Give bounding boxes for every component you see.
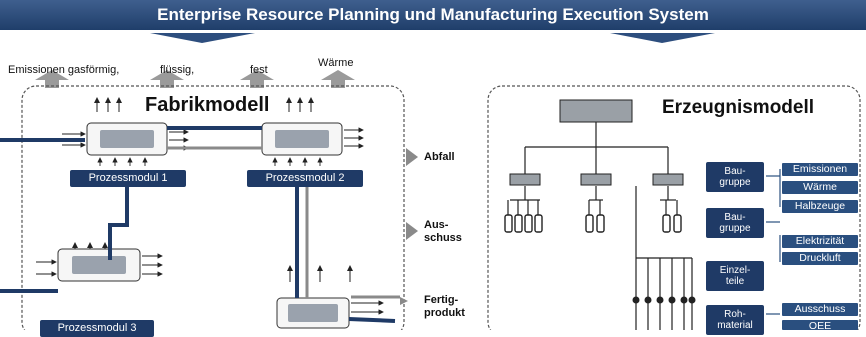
product-frame	[487, 85, 861, 330]
diagram-canvas	[0, 33, 861, 330]
output-waste-label: Abfall	[424, 151, 455, 163]
resource-oee: OEE	[782, 320, 858, 332]
factory-frame	[21, 85, 405, 330]
tree-dots	[632, 296, 696, 304]
resource-compressed-air: Druckluft	[782, 252, 858, 265]
gray-flow	[167, 146, 400, 299]
resource-emissions: Emissionen	[782, 163, 858, 176]
banner-title: Enterprise Resource Planning und Manufac…	[0, 0, 866, 30]
banner-arrow-left	[150, 33, 255, 43]
process-module-3: Prozessmodul 3	[40, 320, 154, 337]
machine-boxes	[57, 122, 350, 329]
tree-leaf-links	[507, 200, 678, 215]
emission-gas-label: Emissionen gasförmig,	[8, 64, 120, 76]
product-model-title: Erzeugnismodell	[662, 97, 815, 118]
product-tree	[510, 122, 693, 330]
material-flow	[0, 126, 396, 323]
part-single-parts: Einzel- teile	[706, 261, 764, 291]
process-module-1: Prozessmodul 1	[70, 170, 186, 187]
io-arrows	[36, 127, 384, 315]
emission-solid-label: fest	[250, 64, 268, 76]
output-product-label: Fertig- produkt	[424, 294, 465, 319]
emission-liquid-label: flüssig,	[160, 64, 195, 76]
part-raw-material: Roh- material	[706, 305, 764, 335]
part-assembly-1: Bau- gruppe	[706, 162, 764, 192]
resource-links	[766, 169, 781, 315]
output-arrows	[400, 148, 418, 305]
factory-model-title: Fabrikmodell	[145, 94, 270, 116]
tree-leaves	[504, 214, 682, 233]
tree-nodes	[509, 173, 684, 186]
process-module-2: Prozessmodul 2	[247, 170, 363, 187]
resource-electricity: Elektrizität	[782, 235, 858, 248]
part-assembly-2: Bau- gruppe	[706, 208, 764, 238]
resource-semi-finished: Halbzeuge	[782, 200, 858, 213]
tree-root	[559, 99, 633, 123]
resource-reject: Ausschuss	[782, 303, 858, 316]
machine-images	[72, 130, 338, 322]
output-reject-label: Aus- schuss	[424, 219, 462, 244]
banner-arrow-right	[610, 33, 715, 43]
resource-heat: Wärme	[782, 181, 858, 194]
emission-arrows	[35, 70, 355, 88]
emission-heat-label: Wärme	[318, 57, 354, 69]
bottom-arrows	[97, 157, 323, 166]
